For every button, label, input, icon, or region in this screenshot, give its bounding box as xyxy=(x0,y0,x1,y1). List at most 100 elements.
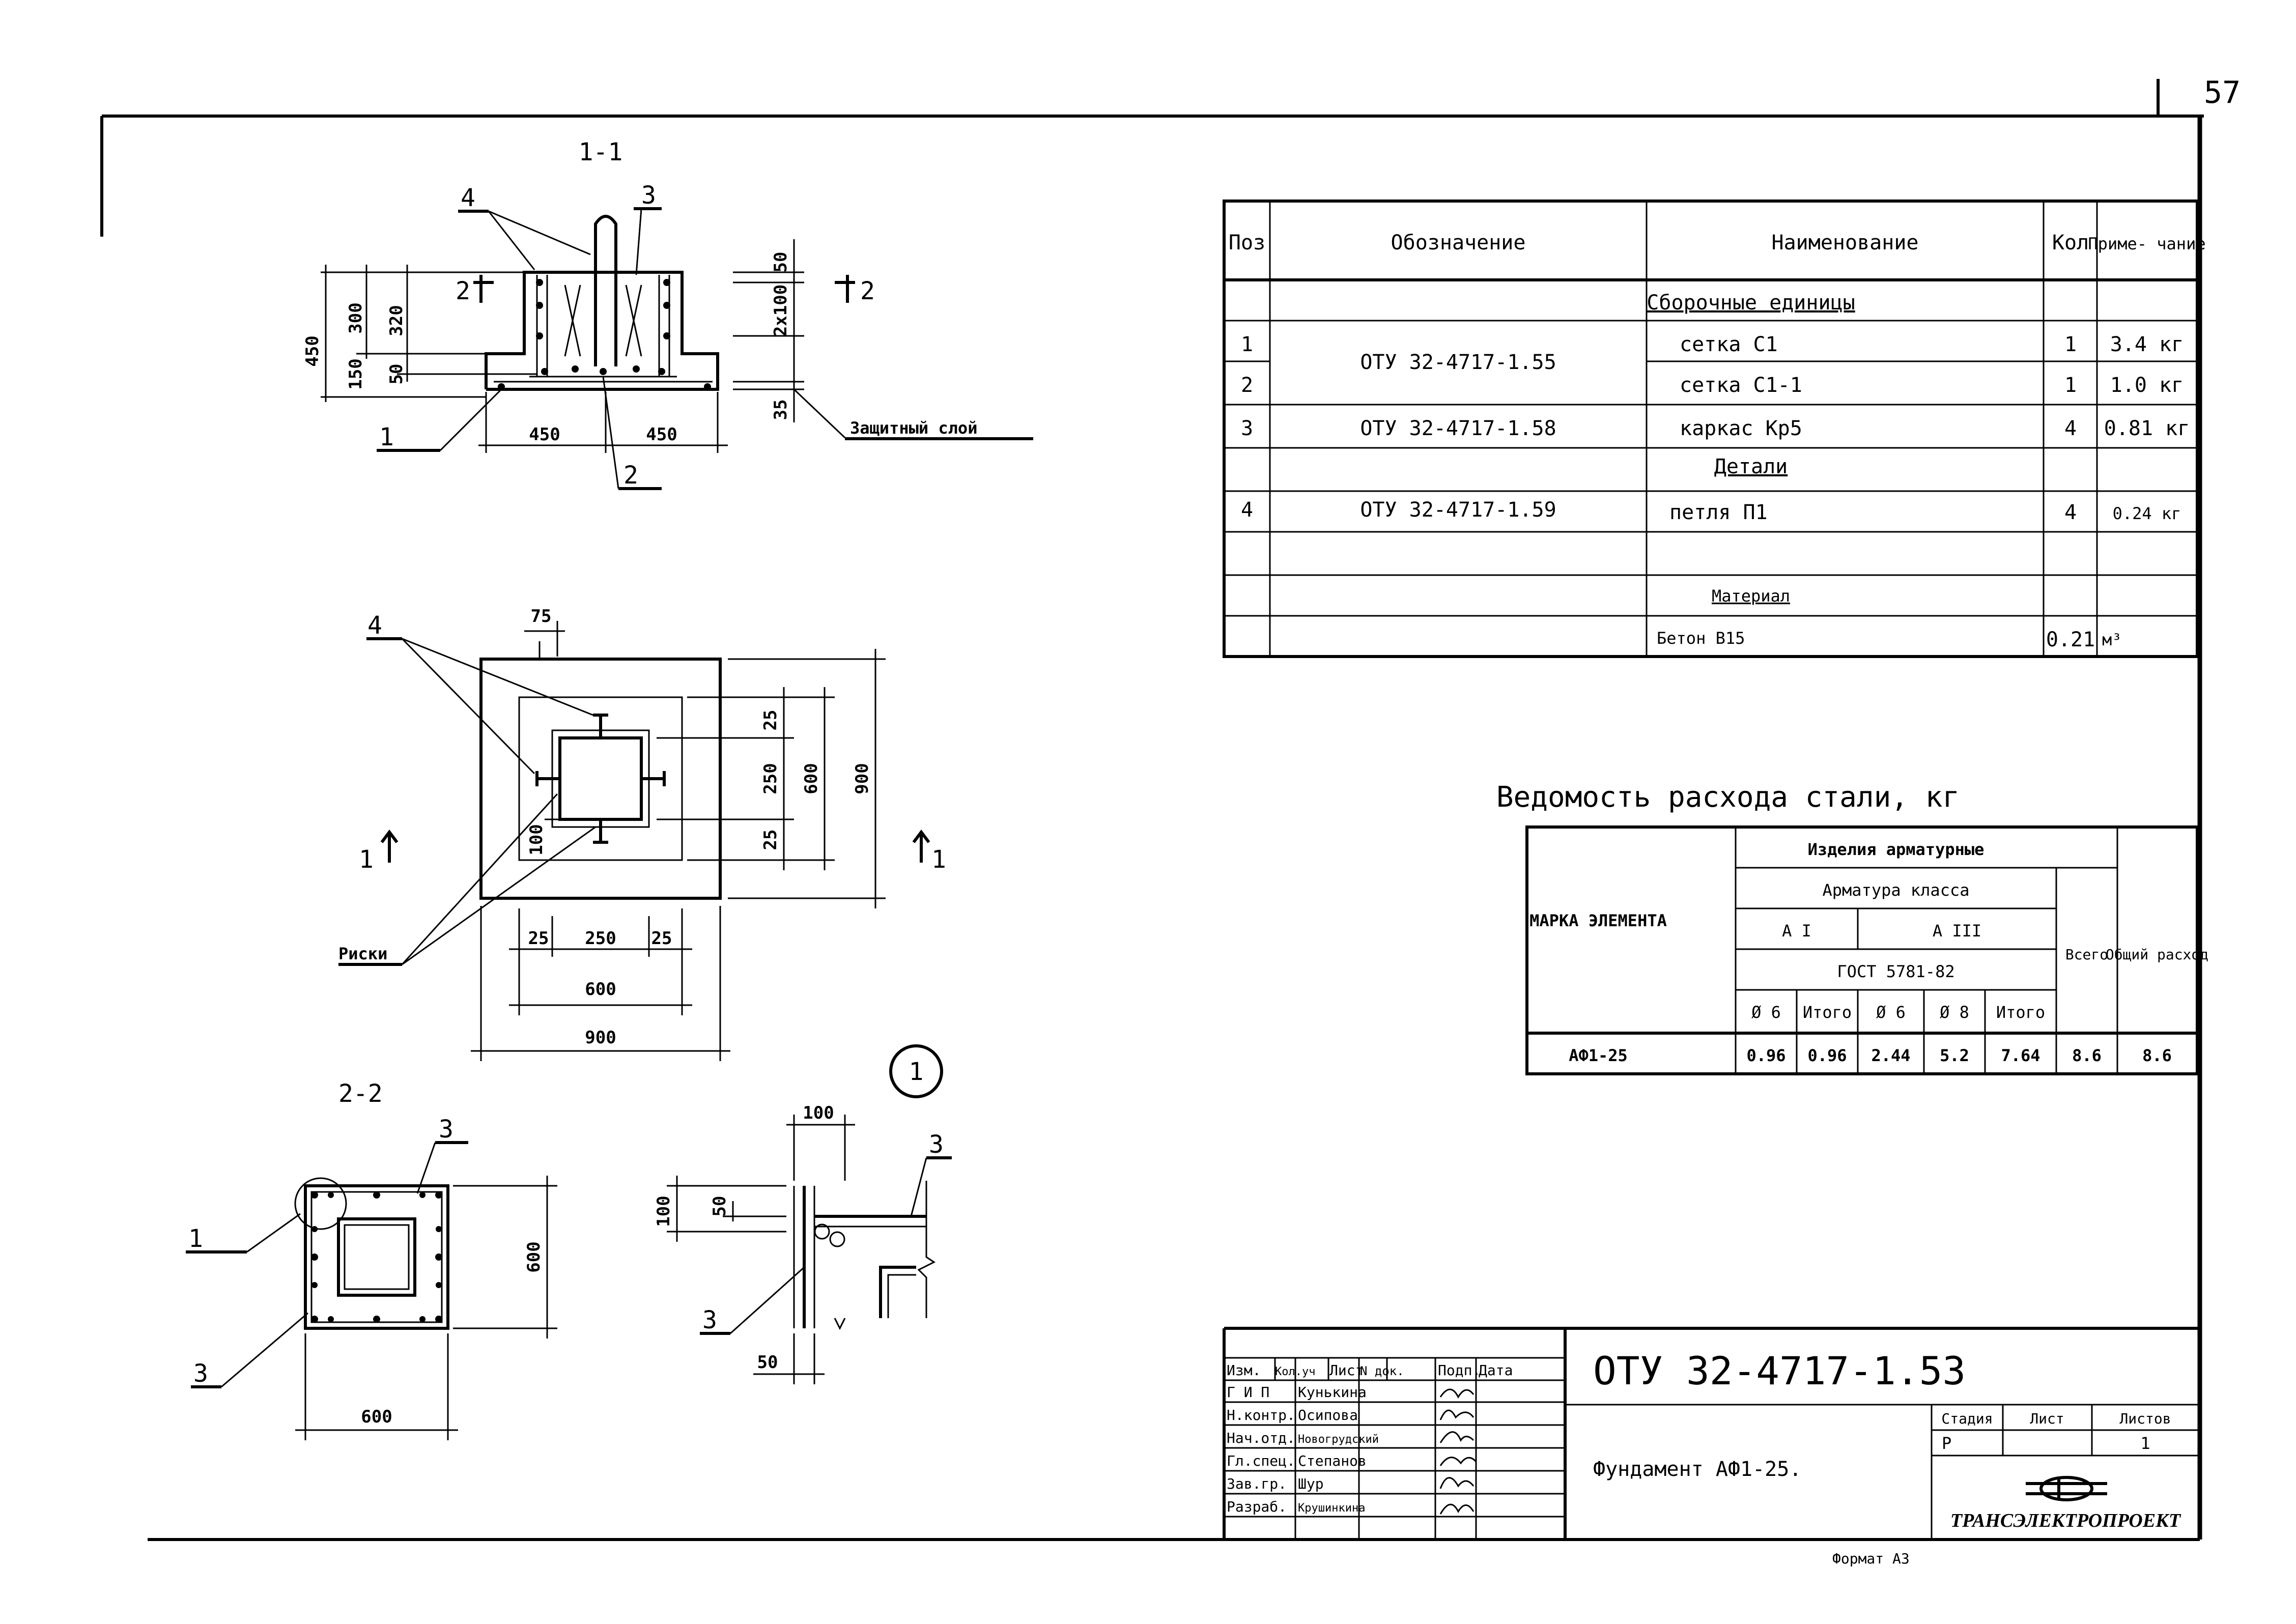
tb-document-code: ОТУ 32-4717-1.53 xyxy=(1593,1348,1966,1393)
spec-row3-name: каркас Кр5 xyxy=(1680,417,1802,440)
dim-150: 150 xyxy=(346,358,366,389)
callout-3: 3 xyxy=(641,181,656,210)
detail-callout-3-bottom: 3 xyxy=(702,1306,717,1334)
risks-label: Риски xyxy=(338,944,387,963)
steel-total-header: Всего xyxy=(2065,946,2108,963)
dim-25-bottom: 25 xyxy=(760,830,781,850)
dim-600-22-horiz: 600 xyxy=(361,1407,392,1427)
spec-table: Поз Обозначение Наименование Кол Приме- … xyxy=(1223,200,2206,658)
dim-25-top: 25 xyxy=(760,710,781,731)
spec-row1-qty: 1 xyxy=(2064,333,2077,356)
dim-450-left: 450 xyxy=(529,424,560,445)
steel-products-header: Изделия арматурные xyxy=(1808,840,1985,859)
callout-1: 1 xyxy=(379,423,394,451)
cut-1-right: 1 xyxy=(931,845,946,874)
dim-35: 35 xyxy=(771,400,791,420)
detail-callout-3-top: 3 xyxy=(929,1130,944,1159)
dim-600-22-vert: 600 xyxy=(524,1241,544,1272)
spec-row2-name: сетка С1-1 xyxy=(1680,374,1802,397)
detail-dim-50-left: 50 xyxy=(710,1196,730,1217)
cut-2-right: 2 xyxy=(860,277,875,305)
tb-sheet-label: Лист xyxy=(2030,1410,2064,1427)
tb-sheets-label: Листов xyxy=(2119,1410,2171,1427)
steel-row-mark: АФ1-25 xyxy=(1569,1046,1628,1065)
detail-number: 1 xyxy=(909,1058,924,1086)
spec-row5-note: м³ xyxy=(2102,630,2122,649)
tb-name-6: Крушинкина xyxy=(1298,1502,1365,1515)
section-2-2-title: 2-2 xyxy=(338,1079,383,1108)
steel-table: Ведомость расхода стали, кг МАРКА ЭЛЕМЕН… xyxy=(1496,781,2208,1075)
detail-dim-100-left: 100 xyxy=(654,1195,674,1227)
section-2-2-callout-3-top: 3 xyxy=(439,1115,453,1144)
spec-row3-note: 0.81 кг xyxy=(2104,417,2190,440)
spec-row1-note: 3.4 кг xyxy=(2110,333,2184,356)
dim-250-horiz: 250 xyxy=(585,928,616,949)
spec-row4-note: 0.24 кг xyxy=(2113,504,2181,523)
steel-class-aiii: А III xyxy=(1933,921,1981,941)
dim-50-right: 50 xyxy=(771,252,791,273)
spec-group-assembly: Сборочные единицы xyxy=(1647,291,1855,315)
detail-1: 1 100 100 50 50 3 3 xyxy=(654,1044,952,1384)
format-label: Формат A3 xyxy=(1832,1550,1910,1567)
dim-450-right: 450 xyxy=(646,424,677,445)
detail-dim-50-bottom: 50 xyxy=(757,1352,778,1373)
tb-hdr-podp: Подп. xyxy=(1438,1362,1481,1379)
spec-row5-name: Бетон В15 xyxy=(1657,629,1745,648)
section-2-2-callout-1: 1 xyxy=(188,1224,203,1253)
tb-role-2: Н.контр. xyxy=(1227,1407,1295,1423)
steel-table-title: Ведомость расхода стали, кг xyxy=(1496,781,1960,814)
dim-900-horiz: 900 xyxy=(585,1028,616,1048)
tb-name-2: Осипова xyxy=(1298,1407,1358,1423)
spec-row4-designation: ОТУ 32-4717-1.59 xyxy=(1360,498,1556,522)
spec-row3-designation: ОТУ 32-4717-1.58 xyxy=(1360,417,1556,440)
sheet-frame: 57 Формат A3 xyxy=(100,75,2241,1567)
tb-name-3: Новогрудский xyxy=(1298,1433,1379,1446)
spec-header-note: Приме- чание xyxy=(2088,234,2205,253)
tb-name-4: Степанов xyxy=(1298,1452,1367,1469)
spec-row4-qty: 4 xyxy=(2064,501,2077,524)
protective-layer-label: Защитный слой xyxy=(850,418,977,438)
detail-dim-100-top: 100 xyxy=(803,1103,834,1123)
section-1-1: 1-1 4 xyxy=(302,138,1033,490)
spec-header-designation: Обозначение xyxy=(1391,231,1526,254)
tb-hdr-ndok: N док. xyxy=(1360,1364,1404,1378)
spec-row4-pos: 4 xyxy=(1241,498,1253,522)
tb-hdr-list: Лист xyxy=(1329,1362,1364,1379)
tb-hdr-data: Дата xyxy=(1479,1362,1513,1379)
spec-header-name: Наименование xyxy=(1772,231,1919,254)
spec-group-material: Материал xyxy=(1712,586,1790,606)
steel-mark-header: МАРКА ЭЛЕМЕНТА xyxy=(1529,911,1667,930)
spec-row2-note: 1.0 кг xyxy=(2110,374,2184,397)
spec-row4-name: петля П1 xyxy=(1669,501,1768,524)
cut-2-left: 2 xyxy=(456,277,470,305)
dim-600-vert: 600 xyxy=(801,763,821,794)
spec-row1-pos: 1 xyxy=(1241,333,1253,356)
tb-stage: Р xyxy=(1942,1434,1951,1453)
steel-general-header: Общий расход xyxy=(2106,946,2208,963)
dim-100: 100 xyxy=(526,824,547,855)
tb-hdr-koluch: Кол.уч xyxy=(1275,1365,1315,1378)
rebar-cage xyxy=(494,215,713,390)
steel-sub-d6-ai: Ø 6 xyxy=(1751,1003,1781,1022)
callout-4: 4 xyxy=(461,184,475,212)
spec-header-pos: Поз xyxy=(1229,231,1265,254)
dim-25-right: 25 xyxy=(651,928,672,949)
title-block: Изм. Кол.уч Лист N док. Подп. Дата Г И П… xyxy=(1223,1327,2200,1540)
spec-header-qty: Кол xyxy=(2052,231,2089,254)
section-2-2-callout-3-bottom: 3 xyxy=(193,1359,208,1388)
cut-1-left: 1 xyxy=(359,845,374,874)
spec-row3-qty: 4 xyxy=(2064,417,2077,440)
spec-row5-qty: 0.21 xyxy=(2046,628,2095,651)
dim-2x100: 2x100 xyxy=(771,284,791,336)
steel-row-v7: 8.6 xyxy=(2142,1046,2172,1065)
steel-row-v5: 7.64 xyxy=(2001,1046,2040,1065)
dim-600-horiz: 600 xyxy=(585,979,616,1000)
steel-row-v3: 2.44 xyxy=(1871,1046,1910,1065)
tb-organization: ТРАНСЭЛЕКТРОПРОЕКТ xyxy=(1950,1510,2181,1531)
signatures xyxy=(1439,1388,1477,1515)
dim-300: 300 xyxy=(346,302,366,333)
steel-sub-total-ai: Итого xyxy=(1803,1003,1852,1022)
plan-view: 75 25 250 25 600 900 100 25 250 25 600 9… xyxy=(338,606,946,1061)
tb-role-6: Разраб. xyxy=(1227,1498,1287,1515)
